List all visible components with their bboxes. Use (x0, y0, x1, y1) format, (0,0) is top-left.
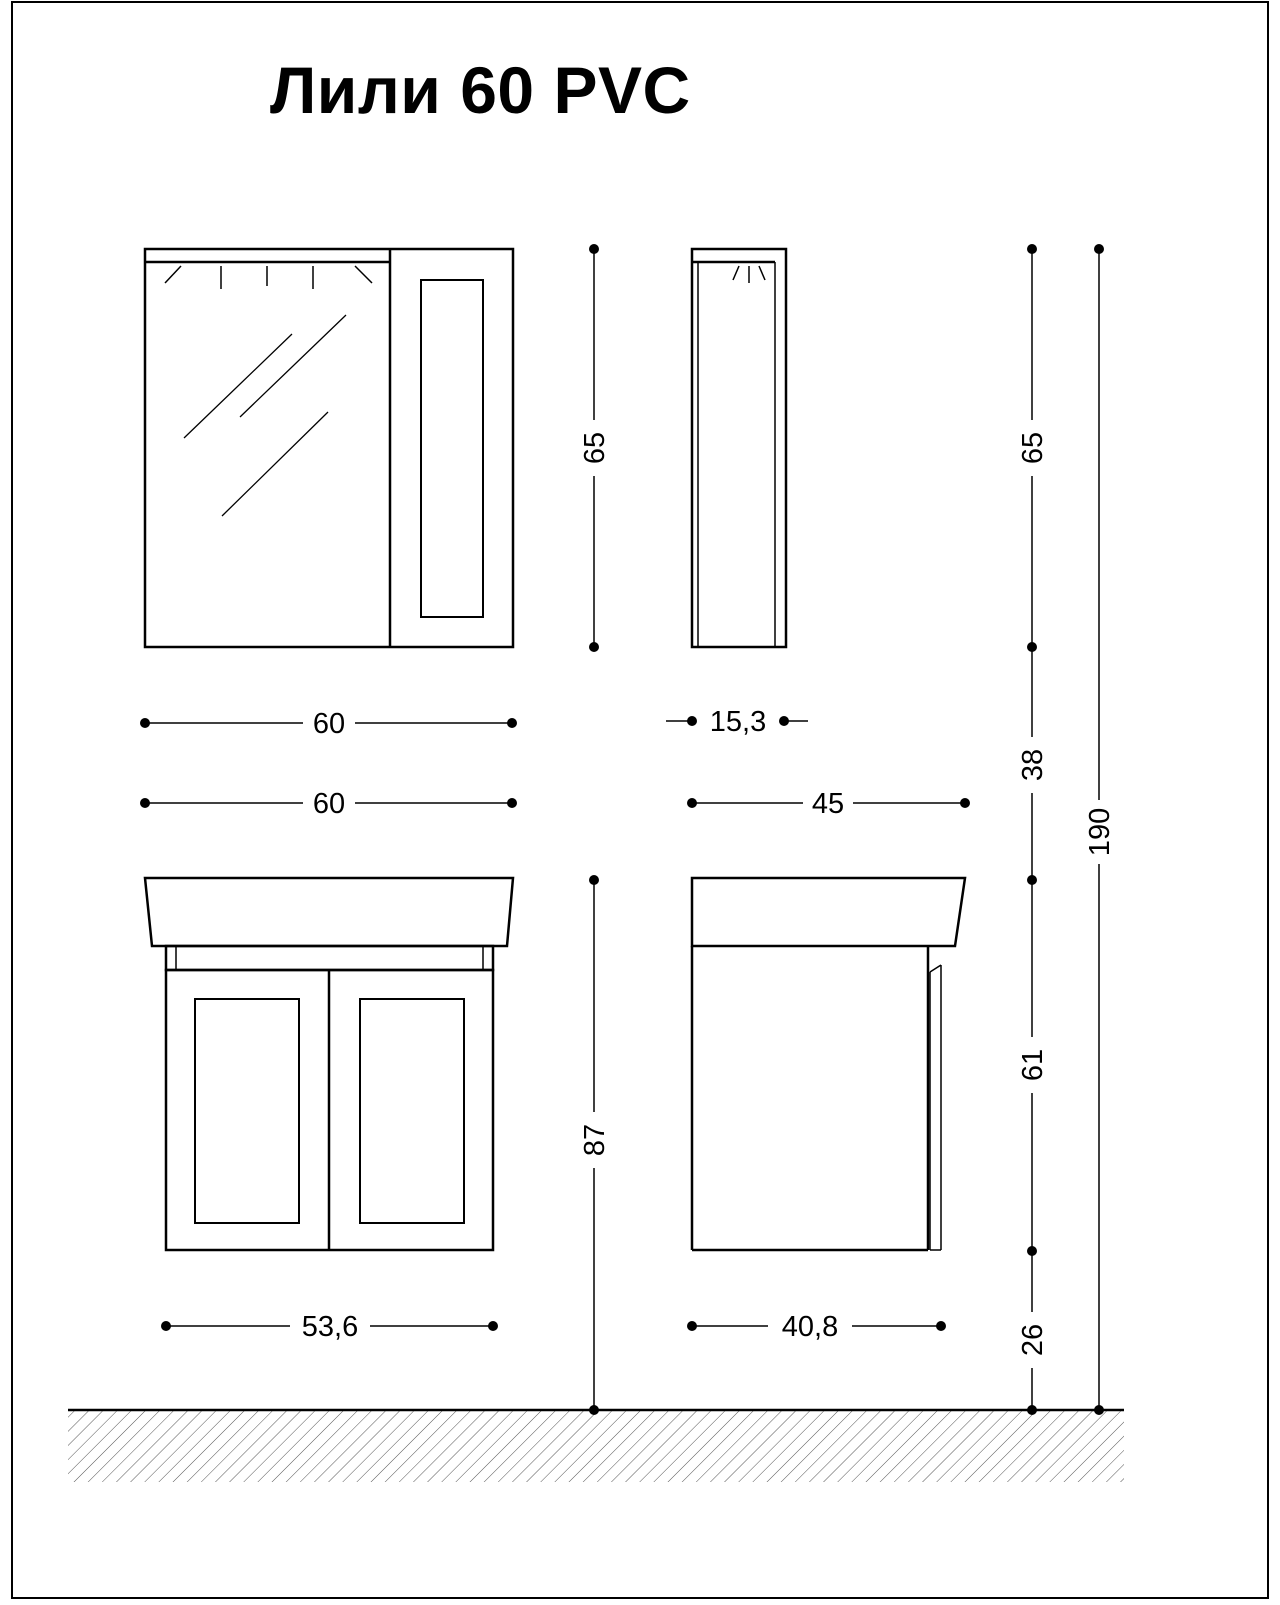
label-total-height: 190 (1084, 808, 1116, 856)
dim-cabinet-depth (687, 1321, 946, 1331)
mirror-light-rays (164, 265, 373, 289)
label-basin-width: 60 (313, 788, 345, 820)
label-cabinet-depth: 40,8 (782, 1311, 838, 1343)
label-vanity-height: 87 (579, 1124, 611, 1156)
dim-mirror-width (140, 718, 517, 728)
dim-vanity-height (589, 875, 599, 1415)
dim-basin-depth (687, 798, 970, 808)
mirror-reflection-lines (183, 314, 347, 517)
label-mirror-height: 65 (579, 432, 611, 464)
label-right-cabinet-height: 61 (1017, 1049, 1049, 1081)
label-right-gap: 38 (1017, 749, 1049, 781)
page-border (11, 1, 1269, 1599)
label-basin-depth: 45 (812, 788, 844, 820)
label-right-mirror-height: 65 (1017, 432, 1049, 464)
side-light-rays (732, 265, 766, 283)
floor-hatch (68, 1410, 1124, 1482)
dim-mirror-depth (666, 716, 808, 726)
basin-front (143, 876, 515, 948)
vanity-side (690, 876, 967, 1252)
dim-basin-width (140, 798, 517, 808)
mirror-cabinet-side (690, 247, 788, 649)
label-mirror-depth: 15,3 (710, 706, 766, 738)
label-right-floor-gap: 26 (1017, 1324, 1049, 1356)
dim-cabinet-width (161, 1321, 498, 1331)
dim-right-chain (1027, 244, 1037, 1415)
side-door-panel (420, 279, 484, 618)
label-cabinet-width: 53,6 (302, 1311, 358, 1343)
label-mirror-width: 60 (313, 708, 345, 740)
left-door-panel (194, 998, 300, 1224)
page-title: Лили 60 PVC (270, 53, 691, 127)
dim-total-height (1094, 244, 1104, 1415)
basin-side (690, 876, 967, 948)
dim-mirror-height (589, 244, 599, 652)
mirror-cabinet-front (143, 247, 515, 649)
vanity-front (143, 876, 515, 1252)
right-door-panel (359, 998, 465, 1224)
